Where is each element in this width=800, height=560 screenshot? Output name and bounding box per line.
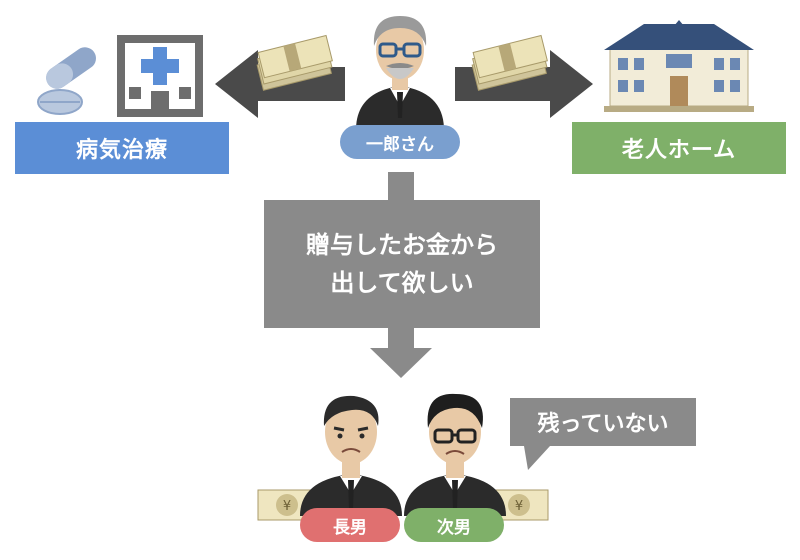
speech-bubble: 残っていない	[510, 398, 696, 446]
second-son-avatar	[404, 393, 506, 516]
medicine-icon	[37, 47, 96, 115]
money-bundle-left-icon	[256, 34, 333, 91]
medical-treatment-label: 病気治療	[15, 122, 229, 174]
request-line-1: 贈与したお金から	[306, 231, 498, 259]
second-son-badge: 次男	[404, 508, 504, 542]
eldest-son-avatar	[300, 395, 402, 516]
ichiro-name-badge: 一郎さん	[340, 125, 460, 159]
money-bundle-right-icon	[471, 34, 548, 91]
request-line-2: 出して欲しい	[330, 269, 474, 297]
old-man-avatar	[356, 16, 444, 130]
request-box: 贈与したお金から 出して欲しい	[264, 200, 540, 328]
eldest-son-badge: 長男	[300, 508, 400, 542]
nursing-home-icon	[604, 20, 754, 112]
hospital-icon	[117, 35, 203, 117]
svg-text:¥: ¥	[515, 499, 523, 514]
nursing-home-label: 老人ホーム	[572, 122, 786, 174]
svg-text:¥: ¥	[283, 499, 291, 514]
